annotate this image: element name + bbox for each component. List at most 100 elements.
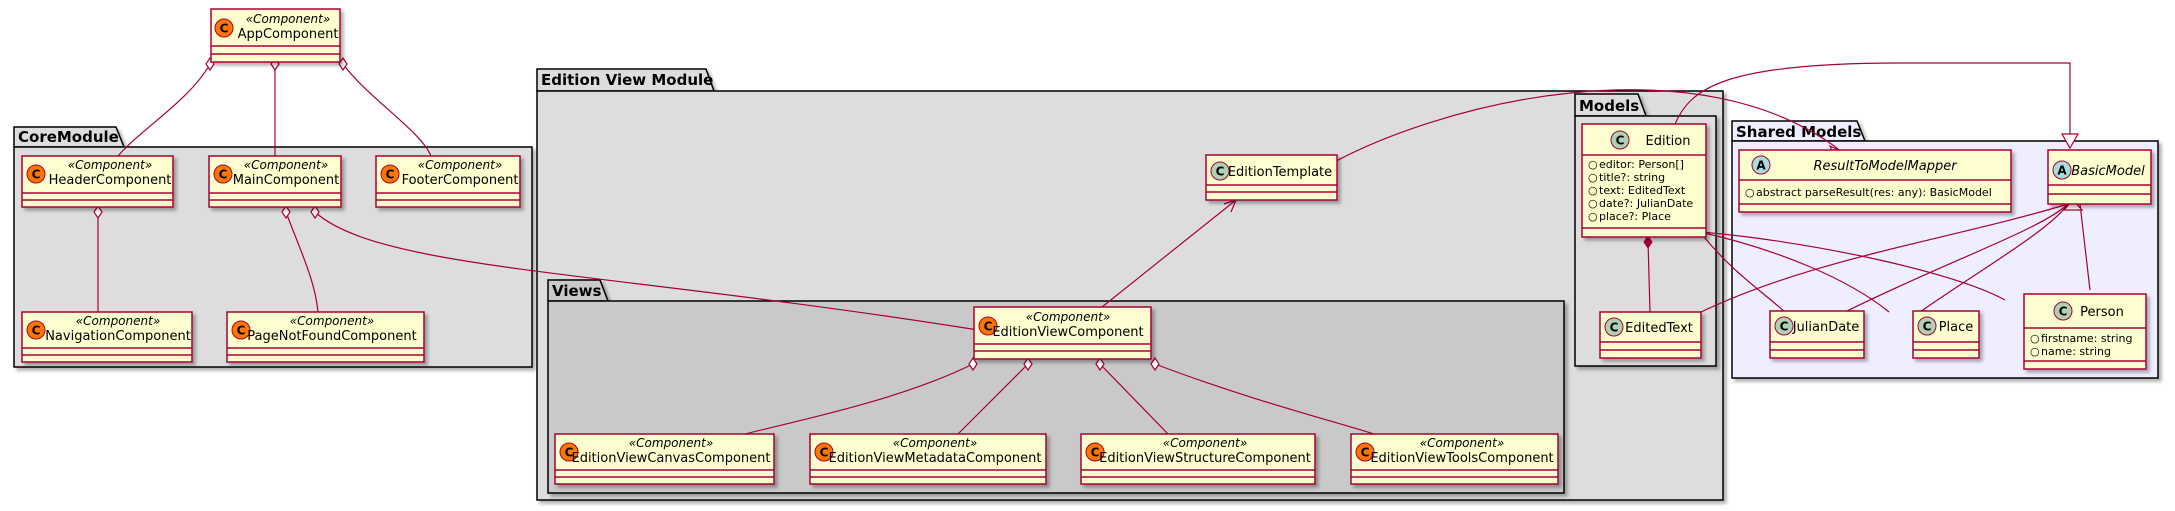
class-spot-icon (1210, 161, 1230, 181)
abstract-spot-icon (2052, 160, 2072, 180)
class-name: BasicModel (2071, 164, 2145, 179)
attribute: title?: string (1599, 171, 1665, 184)
class-spot-icon (1604, 317, 1624, 337)
stereotype-label: «Component» (68, 158, 152, 172)
attr-bullet: ○ (1588, 197, 1598, 210)
spot-letter: C (237, 324, 246, 338)
class-name: Place (1939, 320, 1974, 335)
class-main-component[interactable] (208, 155, 342, 208)
class-name: EditionViewCanvasComponent (571, 451, 770, 466)
class-name: NavigationComponent (45, 329, 191, 344)
component-spot-icon (559, 442, 579, 462)
class-edition-view-metadata-component[interactable] (809, 433, 1047, 485)
class-edition-view-canvas-component[interactable] (554, 433, 775, 485)
class-edition-view-structure-component[interactable] (1080, 433, 1316, 485)
package-edition-view-title: Edition View Module (541, 71, 713, 89)
spot-letter: C (1361, 446, 1370, 460)
class-name: AppComponent (238, 27, 339, 42)
class-name: EditionViewStructureComponent (1099, 451, 1311, 466)
component-spot-icon (26, 164, 46, 184)
attribute: place?: Place (1599, 210, 1671, 223)
spot-letter: C (1616, 134, 1625, 148)
class-person[interactable] (2023, 293, 2147, 370)
class-edition[interactable] (1581, 123, 1707, 238)
spot-letter: C (32, 324, 41, 338)
class-name: EditionTemplate (1228, 165, 1332, 180)
class-app-component[interactable] (210, 8, 341, 63)
class-edition-view-tools-component[interactable] (1350, 433, 1559, 485)
abstract-spot-icon (1751, 155, 1771, 175)
stereotype-label: «Component» (629, 436, 713, 450)
attr-bullet: ○ (1588, 210, 1598, 223)
spot-letter: C (219, 168, 228, 182)
stereotype-label: «Component» (76, 314, 160, 328)
attribute: text: EditedText (1599, 184, 1686, 197)
class-spot-icon (2053, 301, 2073, 321)
relations (97, 62, 2091, 435)
class-spot-icon (1610, 130, 1630, 150)
spot-letter: C (820, 446, 829, 460)
stereotype-label: «Component» (290, 314, 374, 328)
spot-letter: C (1610, 321, 1619, 335)
spot-letter: C (1923, 320, 1932, 334)
spot-letter: A (1756, 159, 1766, 173)
aggregation-diamonds (93, 56, 1707, 372)
component-spot-icon (26, 320, 46, 340)
package-core-module-title: CoreModule (18, 128, 119, 146)
spot-letter: C (1091, 446, 1100, 460)
attr-bullet: ○ (1588, 158, 1598, 171)
component-spot-icon (380, 164, 400, 184)
class-header-component[interactable] (21, 155, 174, 208)
stereotype-label: «Component» (1420, 436, 1504, 450)
attr-bullet: ○ (2030, 345, 2040, 358)
component-spot-icon (1085, 442, 1105, 462)
spot-letter: A (2057, 164, 2067, 178)
stereotype-label: «Component» (246, 12, 330, 26)
attribute: editor: Person[] (1599, 158, 1684, 171)
stereotype-label: «Component» (418, 158, 502, 172)
class-name: EditionViewComponent (992, 325, 1143, 340)
edition-attributes: ○ editor: Person[] ○ title?: string ○ te… (1588, 158, 1693, 223)
component-spot-icon (814, 442, 834, 462)
spot-letter: C (565, 446, 574, 460)
attribute: date?: JulianDate (1599, 197, 1693, 210)
attr-bullet: ○ (1745, 186, 1755, 199)
class-edition-view-component[interactable] (973, 306, 1152, 360)
class-name: EditedText (1625, 321, 1693, 336)
component-spot-icon (213, 164, 233, 184)
class-result-to-model-mapper[interactable] (1738, 149, 2012, 213)
attribute: firstname: string (2041, 332, 2132, 345)
spot-letter: C (2059, 305, 2068, 319)
attr-bullet: ○ (2030, 332, 2040, 345)
class-name: HeaderComponent (49, 173, 172, 188)
spot-letter: C (386, 168, 395, 182)
class-name: Person (2080, 305, 2124, 320)
class-spot-icon (1917, 316, 1937, 336)
attr-bullet: ○ (1588, 184, 1598, 197)
class-name: Edition (1646, 134, 1691, 149)
spot-letter: C (32, 168, 41, 182)
package-shared-models-title: Shared Models (1736, 123, 1861, 141)
component-spot-icon (1355, 442, 1375, 462)
class-page-not-found-component[interactable] (226, 311, 425, 363)
stereotype-label: «Component» (1163, 436, 1247, 450)
component-spot-icon (978, 316, 998, 336)
stereotype-label: «Component» (244, 158, 328, 172)
class-name: JulianDate (1792, 320, 1860, 335)
class-name: ResultToModelMapper (1813, 159, 1958, 174)
stereotype-label: «Component» (1026, 310, 1110, 324)
method: abstract parseResult(res: any): BasicMod… (1756, 186, 1992, 199)
package-views-title: Views (552, 282, 602, 300)
class-navigation-component[interactable] (21, 311, 193, 363)
class-edition-template[interactable] (1205, 154, 1338, 201)
component-spot-icon (214, 18, 234, 38)
stereotype-label: «Component» (893, 436, 977, 450)
class-name: FooterComponent (402, 173, 519, 188)
spot-letter: C (1216, 165, 1225, 179)
class-footer-component[interactable] (375, 155, 521, 208)
attribute: name: string (2041, 345, 2111, 358)
spot-letter: C (984, 320, 993, 334)
component-spot-icon (231, 320, 251, 340)
